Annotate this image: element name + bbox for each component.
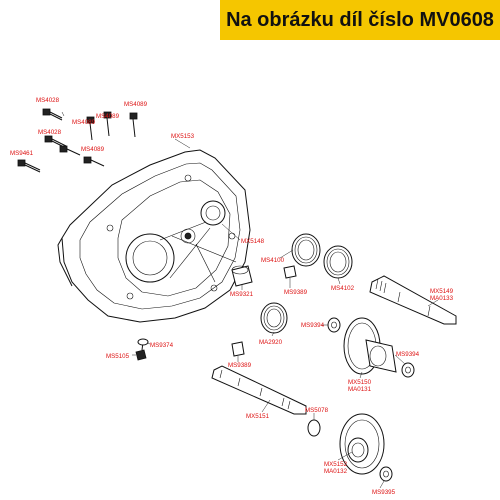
gear-mx5152 (339, 413, 385, 475)
label-ms5105: MS5105 (106, 353, 130, 360)
bolt-ms4089-e (83, 156, 105, 167)
banner-text: Na obrázku díl číslo MV0608 (226, 8, 494, 31)
label-mx5148: MX5148 (241, 238, 265, 245)
label-mx5151: MX5151 (246, 413, 270, 420)
part-labels: MS4028 MS4089 MS4089 MS4089 MS4028 MS946… (10, 97, 454, 496)
bolt-group (17, 108, 138, 173)
label-ms4089-c: MS4089 (124, 101, 148, 108)
label-ms4028-b: MS4028 (38, 129, 62, 136)
label-ms4102: MS4102 (331, 285, 355, 292)
bolt-ms4089-c (129, 112, 138, 138)
gear-mx5150 (343, 317, 397, 375)
bearing-ma2920 (260, 302, 288, 334)
bolt-ms4089-d (59, 145, 81, 156)
label-ms9394-b: MS9394 (396, 351, 420, 358)
transmission-cover (57, 149, 251, 323)
label-ms4089-a: MS4089 (72, 119, 96, 126)
label-ms4089-b: MS4089 (96, 113, 120, 120)
leader-lines (61, 111, 439, 489)
part-number-banner: Na obrázku díl číslo MV0608 (220, 0, 500, 40)
label-ms9395: MS9395 (372, 489, 396, 496)
bolt-ms4028-a (42, 108, 63, 121)
label-ma0132: MA0132 (324, 468, 348, 475)
label-ma2920: MA2920 (259, 339, 283, 346)
washer-ms9395 (379, 466, 393, 482)
circlip-ms5078 (307, 419, 321, 437)
shaft-mx5149 (369, 275, 457, 325)
label-ms9389-b: MS9389 (228, 362, 252, 369)
label-ms9461: MS9461 (10, 150, 34, 157)
washer-ms9394-b (401, 362, 415, 378)
bolt-ms9461 (17, 159, 41, 173)
label-mx5153: MX5153 (171, 133, 195, 140)
bolt-ms4089-a (86, 116, 95, 141)
label-ms4100: MS4100 (261, 257, 285, 264)
shaft-mx5151 (211, 365, 307, 415)
dowel-ms9389-b (231, 341, 245, 357)
bearing-ms4100 (291, 233, 321, 267)
bolt-ms4089-b (103, 111, 112, 137)
washer-ms9374 (137, 338, 149, 346)
label-ma0131: MA0131 (348, 386, 372, 393)
bushing-ms9321 (231, 265, 253, 287)
label-mx5152: MX5152 (324, 461, 348, 468)
label-ms4028-a: MS4028 (36, 97, 60, 104)
drain-bolt-ms5105 (135, 341, 147, 361)
label-ms5078: MS5078 (305, 407, 329, 414)
bearing-ms4102 (323, 245, 353, 279)
washer-ms9394-a (327, 317, 341, 333)
dowel-ms9389-a (283, 265, 297, 279)
label-mx5149: MX5149 (430, 288, 454, 295)
label-ms9374: MS9374 (150, 342, 174, 349)
label-ms4089-d: MS4089 (81, 146, 105, 153)
label-mx5150: MX5150 (348, 379, 372, 386)
label-ms9394-a: MS9394 (301, 322, 325, 329)
label-ms9321: MS9321 (230, 291, 254, 298)
label-ma0133: MA0133 (430, 295, 454, 302)
label-ms9389-a: MS9389 (284, 289, 308, 296)
